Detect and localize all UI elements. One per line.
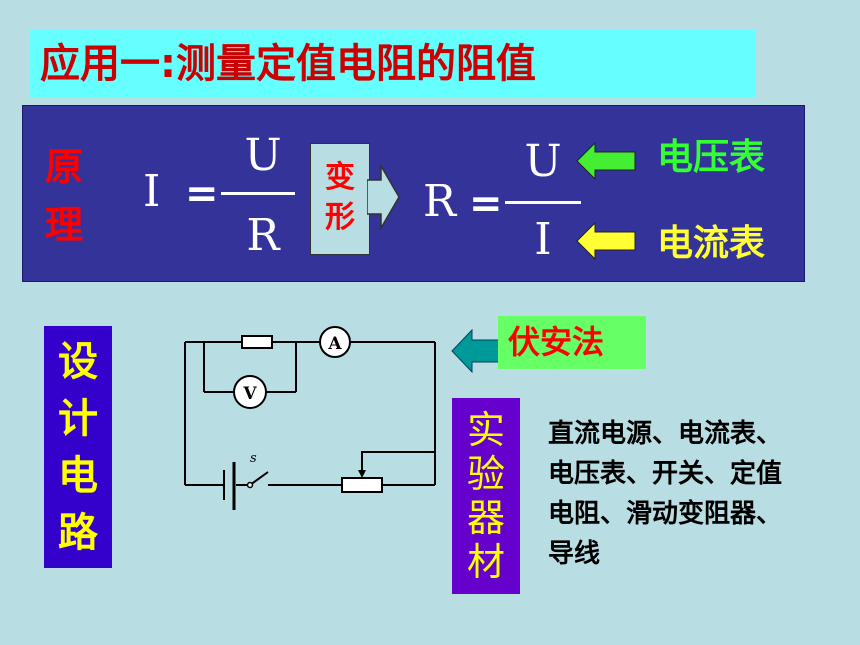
rheostat <box>341 477 383 493</box>
green-arrow-icon <box>576 141 636 181</box>
page-title: 应用一:测量定值电阻的阻值 <box>30 30 756 98</box>
principle-label: 原 理 <box>39 138 89 254</box>
formula2-denominator: I <box>534 214 552 265</box>
yellow-arrow-icon <box>576 221 636 261</box>
formula2-lhs: R <box>423 176 457 227</box>
formula1-lhs: I <box>143 166 161 217</box>
formula2-numerator: U <box>524 136 562 187</box>
materials-label: 实 验 器 材 <box>452 398 520 594</box>
formula1-equals: = <box>185 171 219 217</box>
formula1-denominator: R <box>246 210 280 261</box>
fixed-resistor <box>241 335 273 349</box>
materials-line: 电压表、开关、定值 <box>548 459 783 489</box>
materials-label-char: 器 <box>466 496 505 540</box>
design-circuit-label: 设 计 电 路 <box>44 326 112 568</box>
method-label: 伏安法 <box>498 316 646 369</box>
transform-char: 形 <box>325 200 355 235</box>
principle-panel: 原 理 I = U R 变 形 R = U I 电压表 电流表 <box>22 105 805 282</box>
ammeter <box>319 326 351 358</box>
materials-line: 电阻、滑动变阻器、 <box>548 499 783 529</box>
design-label-char: 路 <box>58 510 98 556</box>
formula1-numerator: U <box>244 130 282 181</box>
formula2-fraction-bar <box>505 201 581 204</box>
design-label-char: 计 <box>58 396 98 442</box>
design-label-char: 电 <box>58 453 98 499</box>
materials-line: 导线 <box>548 539 601 569</box>
principle-label-char: 理 <box>44 203 83 247</box>
materials-line: 直流电源、电流表、 <box>548 419 783 449</box>
ammeter-label: 电流表 <box>657 223 766 264</box>
formula1-fraction-bar <box>221 192 295 195</box>
formula2-equals: = <box>469 181 503 227</box>
transform-char: 变 <box>325 160 355 195</box>
voltmeter <box>233 375 267 409</box>
design-label-char: 设 <box>58 339 98 385</box>
switch-symbol: s <box>250 451 257 466</box>
circuit-diagram: A V s <box>184 326 436 510</box>
ammeter-symbol: A <box>327 334 342 354</box>
teal-arrow-icon <box>451 328 501 374</box>
transform-box: 变 形 <box>310 143 370 255</box>
materials-list: 直流电源、电流表、 电压表、开关、定值 电阻、滑动变阻器、 导线 <box>548 414 853 574</box>
voltmeter-label: 电压表 <box>657 137 766 178</box>
materials-label-char: 实 <box>466 408 505 452</box>
voltmeter-symbol: V <box>242 384 257 404</box>
materials-label-char: 材 <box>466 540 505 584</box>
transform-arrow-icon <box>367 164 400 230</box>
materials-label-char: 验 <box>466 452 505 496</box>
principle-label-char: 原 <box>44 145 83 189</box>
